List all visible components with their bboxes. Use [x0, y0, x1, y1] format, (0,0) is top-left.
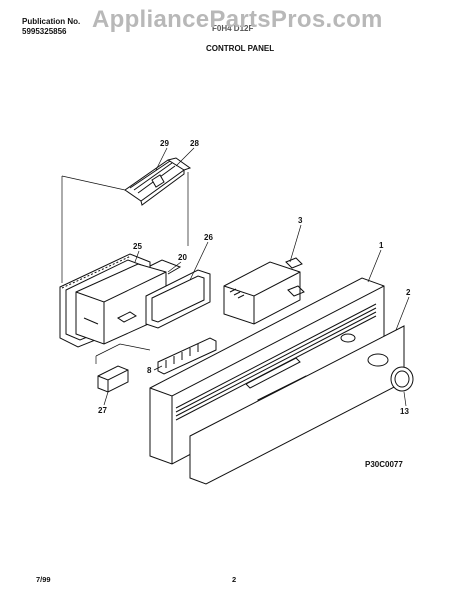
publication-number: 5995325856	[22, 27, 67, 36]
callout-27: 27	[98, 406, 107, 415]
callout-1: 1	[379, 241, 384, 250]
callout-3: 3	[298, 216, 303, 225]
watermark: AppliancePartsPros.com	[92, 6, 383, 33]
model-fragment: F0H4 D12F	[212, 24, 254, 33]
page-number: 2	[232, 575, 237, 584]
part-8-connector	[157, 337, 217, 375]
publication-label: Publication No.	[22, 17, 81, 26]
part-28-29-bracket	[124, 157, 192, 206]
part-20-housing	[75, 259, 182, 345]
callout-2: 2	[406, 288, 411, 297]
part-13-knob	[390, 366, 414, 392]
callout-13: 13	[400, 407, 409, 416]
footer-date: 7/99	[36, 575, 51, 584]
callout-26: 26	[204, 233, 213, 242]
callout-25: 25	[133, 242, 142, 251]
part-26-lens	[145, 269, 211, 329]
section-title: CONTROL PANEL	[206, 44, 275, 53]
callout-8: 8	[147, 366, 152, 375]
part-1-control-panel	[149, 277, 385, 465]
callout-20: 20	[178, 253, 187, 262]
callout-28: 28	[190, 139, 199, 148]
part-3-control-board	[223, 257, 305, 325]
callout-29: 29	[160, 139, 169, 148]
part-27-clip	[97, 365, 129, 393]
drawing-code: P30C0077	[365, 460, 403, 469]
